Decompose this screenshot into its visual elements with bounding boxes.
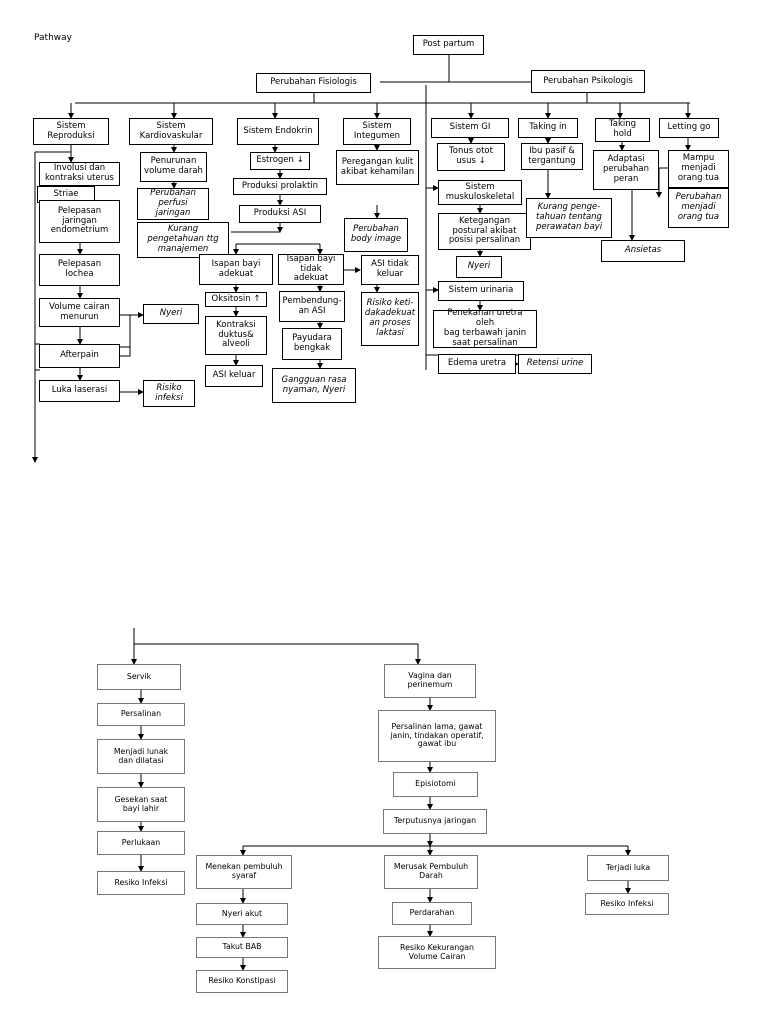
node-produksi-prolaktin: Produksi prolaktin xyxy=(233,178,327,195)
node-penurunan-volume: Penurunan volume darah xyxy=(140,152,207,182)
node-ketegangan-postural: Ketegangan postural akibat posisi persal… xyxy=(438,213,531,250)
node-isapan-tidak-adekuat: Isapan bayi tidak adekuat xyxy=(278,254,344,285)
node-resiko-konstipasi: Resiko Konstipasi xyxy=(196,970,288,993)
node-kurang-pengetahuan-perawatan: Kurang penge- tahuan tentang perawatan b… xyxy=(526,198,612,238)
node-sistem-gi: Sistem GI xyxy=(431,118,509,138)
node-ansietas: Ansietas xyxy=(601,240,685,262)
node-servik: Servik xyxy=(97,664,181,690)
node-sistem-muskuloskeletal: Sistem muskuloskeletal xyxy=(438,180,522,205)
node-payudara-bengkak: Payudara bengkak xyxy=(282,328,342,360)
node-volume-cairan: Volume cairan menurun xyxy=(39,298,120,327)
node-merusak-pembuluh: Merusak Pembuluh Darah xyxy=(384,855,478,889)
node-asi-tidak-keluar: ASI tidak keluar xyxy=(361,255,419,285)
node-sistem-integumen: Sistem Integumen xyxy=(343,118,411,145)
node-pelepasan-lochea: Pelepasan lochea xyxy=(39,254,120,286)
node-asi-keluar: ASI keluar xyxy=(205,365,263,387)
node-perubahan-orang-tua: Perubahan menjadi orang tua xyxy=(668,188,729,228)
node-nyeri-akut: Nyeri akut xyxy=(196,903,288,925)
node-letting-go: Letting go xyxy=(659,118,719,138)
node-persalinan-lama: Persalinan lama, gawat janin, tindakan o… xyxy=(378,710,496,762)
node-nyeri-2: Nyeri xyxy=(456,256,502,278)
node-mampu-orang-tua: Mampu menjadi orang tua xyxy=(668,150,729,188)
node-episiotomi: Episiotomi xyxy=(393,772,478,797)
node-terjadi-luka: Terjadi luka xyxy=(587,855,669,881)
node-menekan-pembuluh: Menekan pembuluh syaraf xyxy=(196,855,292,889)
node-oksitosin: Oksitosin ↑ xyxy=(205,292,267,307)
node-takut-bab: Takut BAB xyxy=(196,937,288,958)
node-perubahan-psikologis: Perubahan Psikologis xyxy=(531,70,645,93)
node-gangguan-rasa-nyaman: Gangguan rasa nyaman, Nyeri xyxy=(272,368,356,403)
node-sistem-reproduksi: Sistem Reproduksi xyxy=(33,118,109,145)
node-taking-in: Taking in xyxy=(518,118,578,138)
node-post-partum: Post partum xyxy=(413,35,484,55)
node-vagina-perinemum: Vagina dan perinemum xyxy=(384,664,476,698)
node-risiko-laktasi: Risiko keti- dakadekuat an proses laktas… xyxy=(361,292,419,346)
node-ibu-pasif: Ibu pasif & tergantung xyxy=(521,143,583,170)
node-adaptasi-peran: Adaptasi perubahan peran xyxy=(593,150,659,190)
node-taking-hold: Taking hold xyxy=(595,118,650,142)
node-risiko-infeksi-1: Risiko infeksi xyxy=(143,380,195,407)
page-title: Pathway xyxy=(34,33,72,43)
node-sistem-endokrin: Sistem Endokrin xyxy=(237,118,319,145)
node-edema-uretra: Edema uretra xyxy=(438,354,516,374)
node-perubahan-fisiologis: Perubahan Fisiologis xyxy=(256,73,371,93)
node-tonus-otot: Tonus otot usus ↓ xyxy=(437,143,505,171)
node-peregangan-kulit: Peregangan kulit akibat kehamilan xyxy=(336,150,419,185)
node-perubahan-perfusi: Perubahan perfusi jaringan xyxy=(137,188,209,220)
node-estrogen: Estrogen ↓ xyxy=(250,152,310,170)
node-kurang-pengetahuan: Kurang pengetahuan ttg manajemen xyxy=(137,222,229,258)
node-terputusnya-jaringan: Terputusnya jaringan xyxy=(383,809,487,834)
node-resiko-infeksi-luka: Resiko Infeksi xyxy=(585,893,669,915)
node-persalinan: Persalinan xyxy=(97,703,185,726)
node-involusi: Involusi dan kontraksi uterus xyxy=(39,162,120,186)
node-afterpain: Afterpain xyxy=(39,344,120,368)
node-luka-laserasi: Luka laserasi xyxy=(39,380,120,402)
node-resiko-kekurangan: Resiko Kekurangan Volume Cairan xyxy=(378,936,496,969)
node-sistem-urinaria: Sistem urinaria xyxy=(438,281,524,301)
node-perubahan-body-image: Perubahan body image xyxy=(344,218,408,252)
node-isapan-adekuat: Isapan bayi adekuat xyxy=(199,254,273,285)
node-gesekan: Gesekan saat bayi lahir xyxy=(97,787,185,822)
node-kontraksi-duktus: Kontraksi duktus& alveoli xyxy=(205,316,267,355)
node-retensi-urine: Retensi urine xyxy=(518,354,592,374)
node-perdarahan: Perdarahan xyxy=(392,902,472,925)
node-sistem-kardiovaskular: Sistem Kardiovaskular xyxy=(129,118,213,145)
node-pelepasan-jaringan: Pelepasan jaringan endometrium xyxy=(39,200,120,243)
node-resiko-infeksi-servik: Resiko Infeksi xyxy=(97,871,185,895)
node-penekanan-uretra: Penekanan uretra oleh bag terbawah janin… xyxy=(433,309,537,348)
node-nyeri-1: Nyeri xyxy=(143,304,199,324)
node-produksi-asi: Produksi ASI xyxy=(239,205,321,223)
node-perlukaan: Perlukaan xyxy=(97,831,185,855)
node-menjadi-lunak: Menjadi lunak dan dilatasi xyxy=(97,739,185,774)
node-pembendungan-asi: Pembendung- an ASI xyxy=(279,291,345,322)
